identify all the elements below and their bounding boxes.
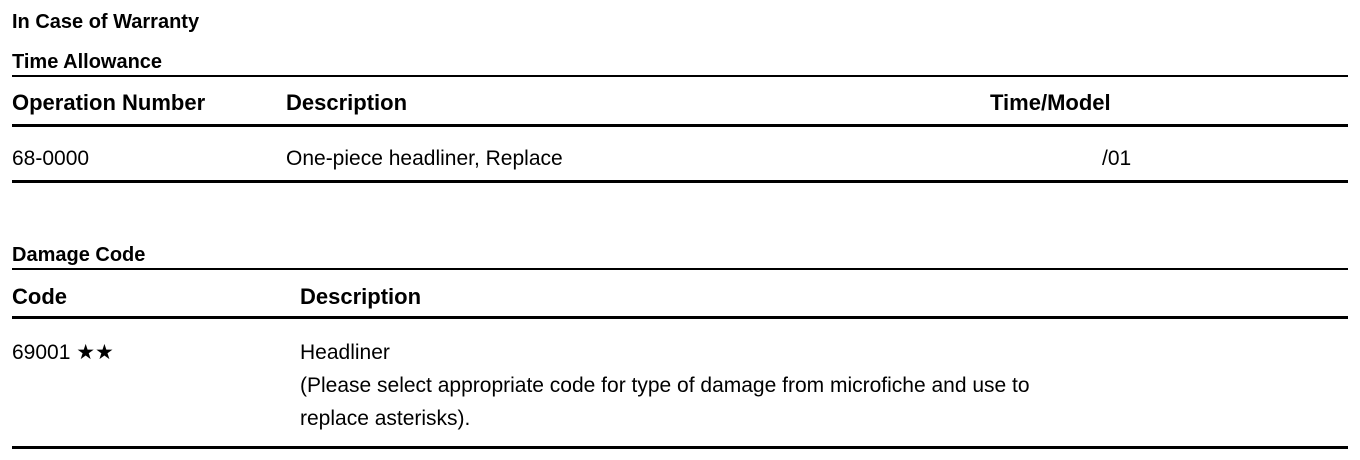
document-title: In Case of Warranty [12, 11, 200, 33]
damage-code-header-rule [12, 316, 1348, 319]
description-line: Headliner [300, 341, 390, 364]
column-header-description: Description [286, 90, 408, 115]
description-cell: One-piece headliner, Replace [286, 147, 563, 170]
time-allowance-bottom-rule [12, 180, 1348, 183]
time-allowance-heading: Time Allowance [12, 51, 163, 73]
damage-code-top-rule [12, 268, 1348, 270]
damage-code-cell: 69001 ★★ [12, 341, 114, 364]
damage-code-heading: Damage Code [12, 244, 146, 266]
time-model-cell: /01 [1102, 147, 1132, 170]
time-allowance-header-rule [12, 124, 1348, 127]
operation-number-cell: 68-0000 [12, 147, 90, 170]
description-line: (Please select appropriate code for type… [300, 374, 1030, 397]
time-allowance-top-rule [12, 75, 1348, 77]
damage-description-cell: Headliner (Please select appropriate cod… [300, 336, 1030, 435]
column-header-operation-number: Operation Number [12, 90, 206, 115]
damage-code-bottom-rule [12, 446, 1348, 449]
warranty-document: In Case of Warranty Time Allowance Opera… [12, 0, 1348, 460]
column-header-code: Code [12, 284, 67, 309]
column-header-time-model: Time/Model [990, 90, 1111, 115]
description-line: replace asterisks). [300, 407, 471, 430]
column-header-damage-description: Description [300, 284, 422, 309]
